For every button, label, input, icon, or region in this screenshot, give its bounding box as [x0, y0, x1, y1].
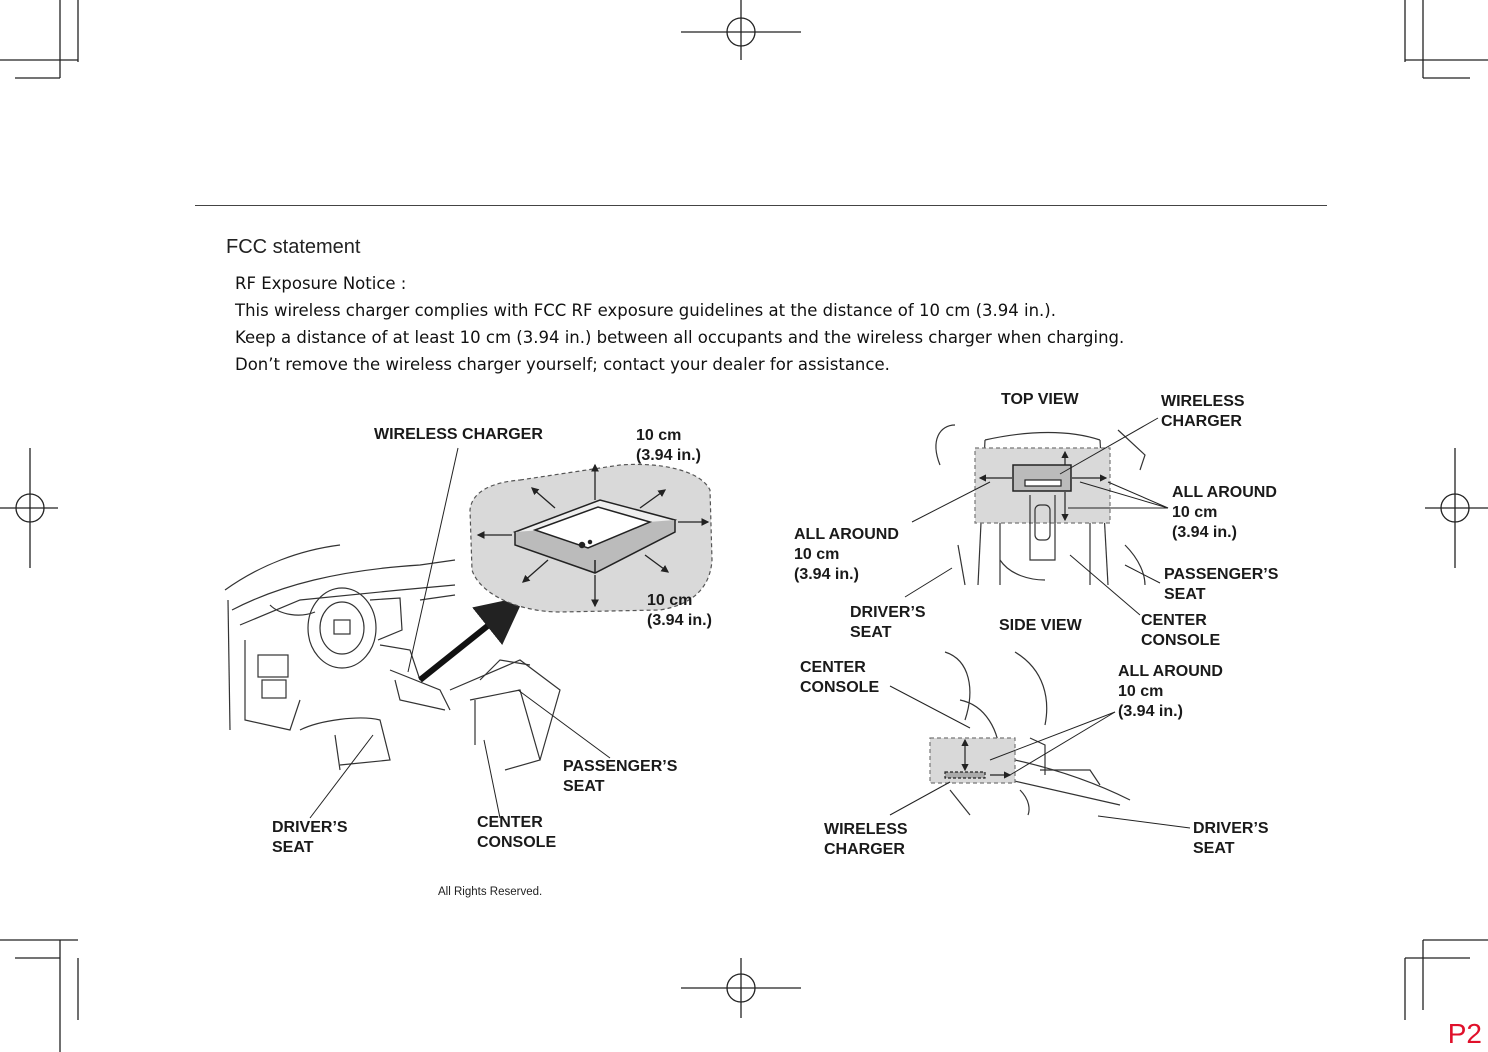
zoom-arrow	[418, 596, 525, 683]
label-all-around-left: ALL AROUND 10 cm (3.94 in.)	[794, 526, 899, 583]
label-wireless-charger: WIRELESS CHARGER	[374, 426, 543, 443]
label-top-view: TOP VIEW	[1001, 391, 1079, 408]
label-wireless-charger-side: WIRELESS CHARGER	[824, 821, 908, 858]
label-center-console-side: CENTER CONSOLE	[800, 659, 880, 696]
label-drivers-seat: DRIVER’S SEAT	[272, 819, 348, 856]
label-drivers-seat-top: DRIVER’S SEAT	[850, 604, 926, 641]
notice-line: This wireless charger complies with FCC …	[235, 301, 1056, 320]
rf-notice: RF Exposure Notice : This wireless charg…	[235, 270, 1124, 378]
header-rule	[195, 205, 1327, 206]
notice-line: Keep a distance of at least 10 cm (3.94 …	[235, 328, 1125, 347]
label-all-around-right: ALL AROUND 10 cm (3.94 in.)	[1172, 484, 1277, 541]
page-number: P2	[1447, 1018, 1482, 1049]
label-passengers-seat: PASSENGER’S SEAT	[563, 758, 678, 795]
label-drivers-seat-side: DRIVER’S SEAT	[1193, 820, 1269, 857]
side-view-illustration	[889, 651, 1191, 829]
label-distance-top: 10 cm (3.94 in.)	[636, 427, 701, 464]
registration-marks	[0, 0, 1488, 1018]
dashboard-drawing	[224, 544, 561, 771]
copyright-notice: All Rights Reserved.	[438, 886, 543, 898]
leader-lines	[309, 447, 611, 819]
label-center-console: CENTER CONSOLE	[477, 814, 557, 851]
side-view-charger	[944, 771, 986, 779]
label-center-console-top: CENTER CONSOLE	[1141, 612, 1221, 649]
label-passengers-seat-top: PASSENGER’S SEAT	[1164, 566, 1279, 603]
label-all-around-side: ALL AROUND 10 cm (3.94 in.)	[1118, 663, 1223, 720]
label-wireless-charger-top: WIRELESS CHARGER	[1161, 393, 1245, 430]
left-illustration	[224, 447, 713, 819]
notice-line: RF Exposure Notice :	[235, 274, 407, 293]
label-side-view: SIDE VIEW	[999, 617, 1082, 634]
notice-line: Don’t remove the wireless charger yourse…	[235, 355, 890, 374]
page-title: FCC statement	[226, 236, 361, 258]
label-distance-bottom: 10 cm (3.94 in.)	[647, 592, 712, 629]
top-view-charger	[1012, 464, 1072, 492]
top-view-illustration	[904, 417, 1169, 616]
distance-arrows	[476, 463, 710, 608]
charger-pad	[512, 499, 678, 574]
